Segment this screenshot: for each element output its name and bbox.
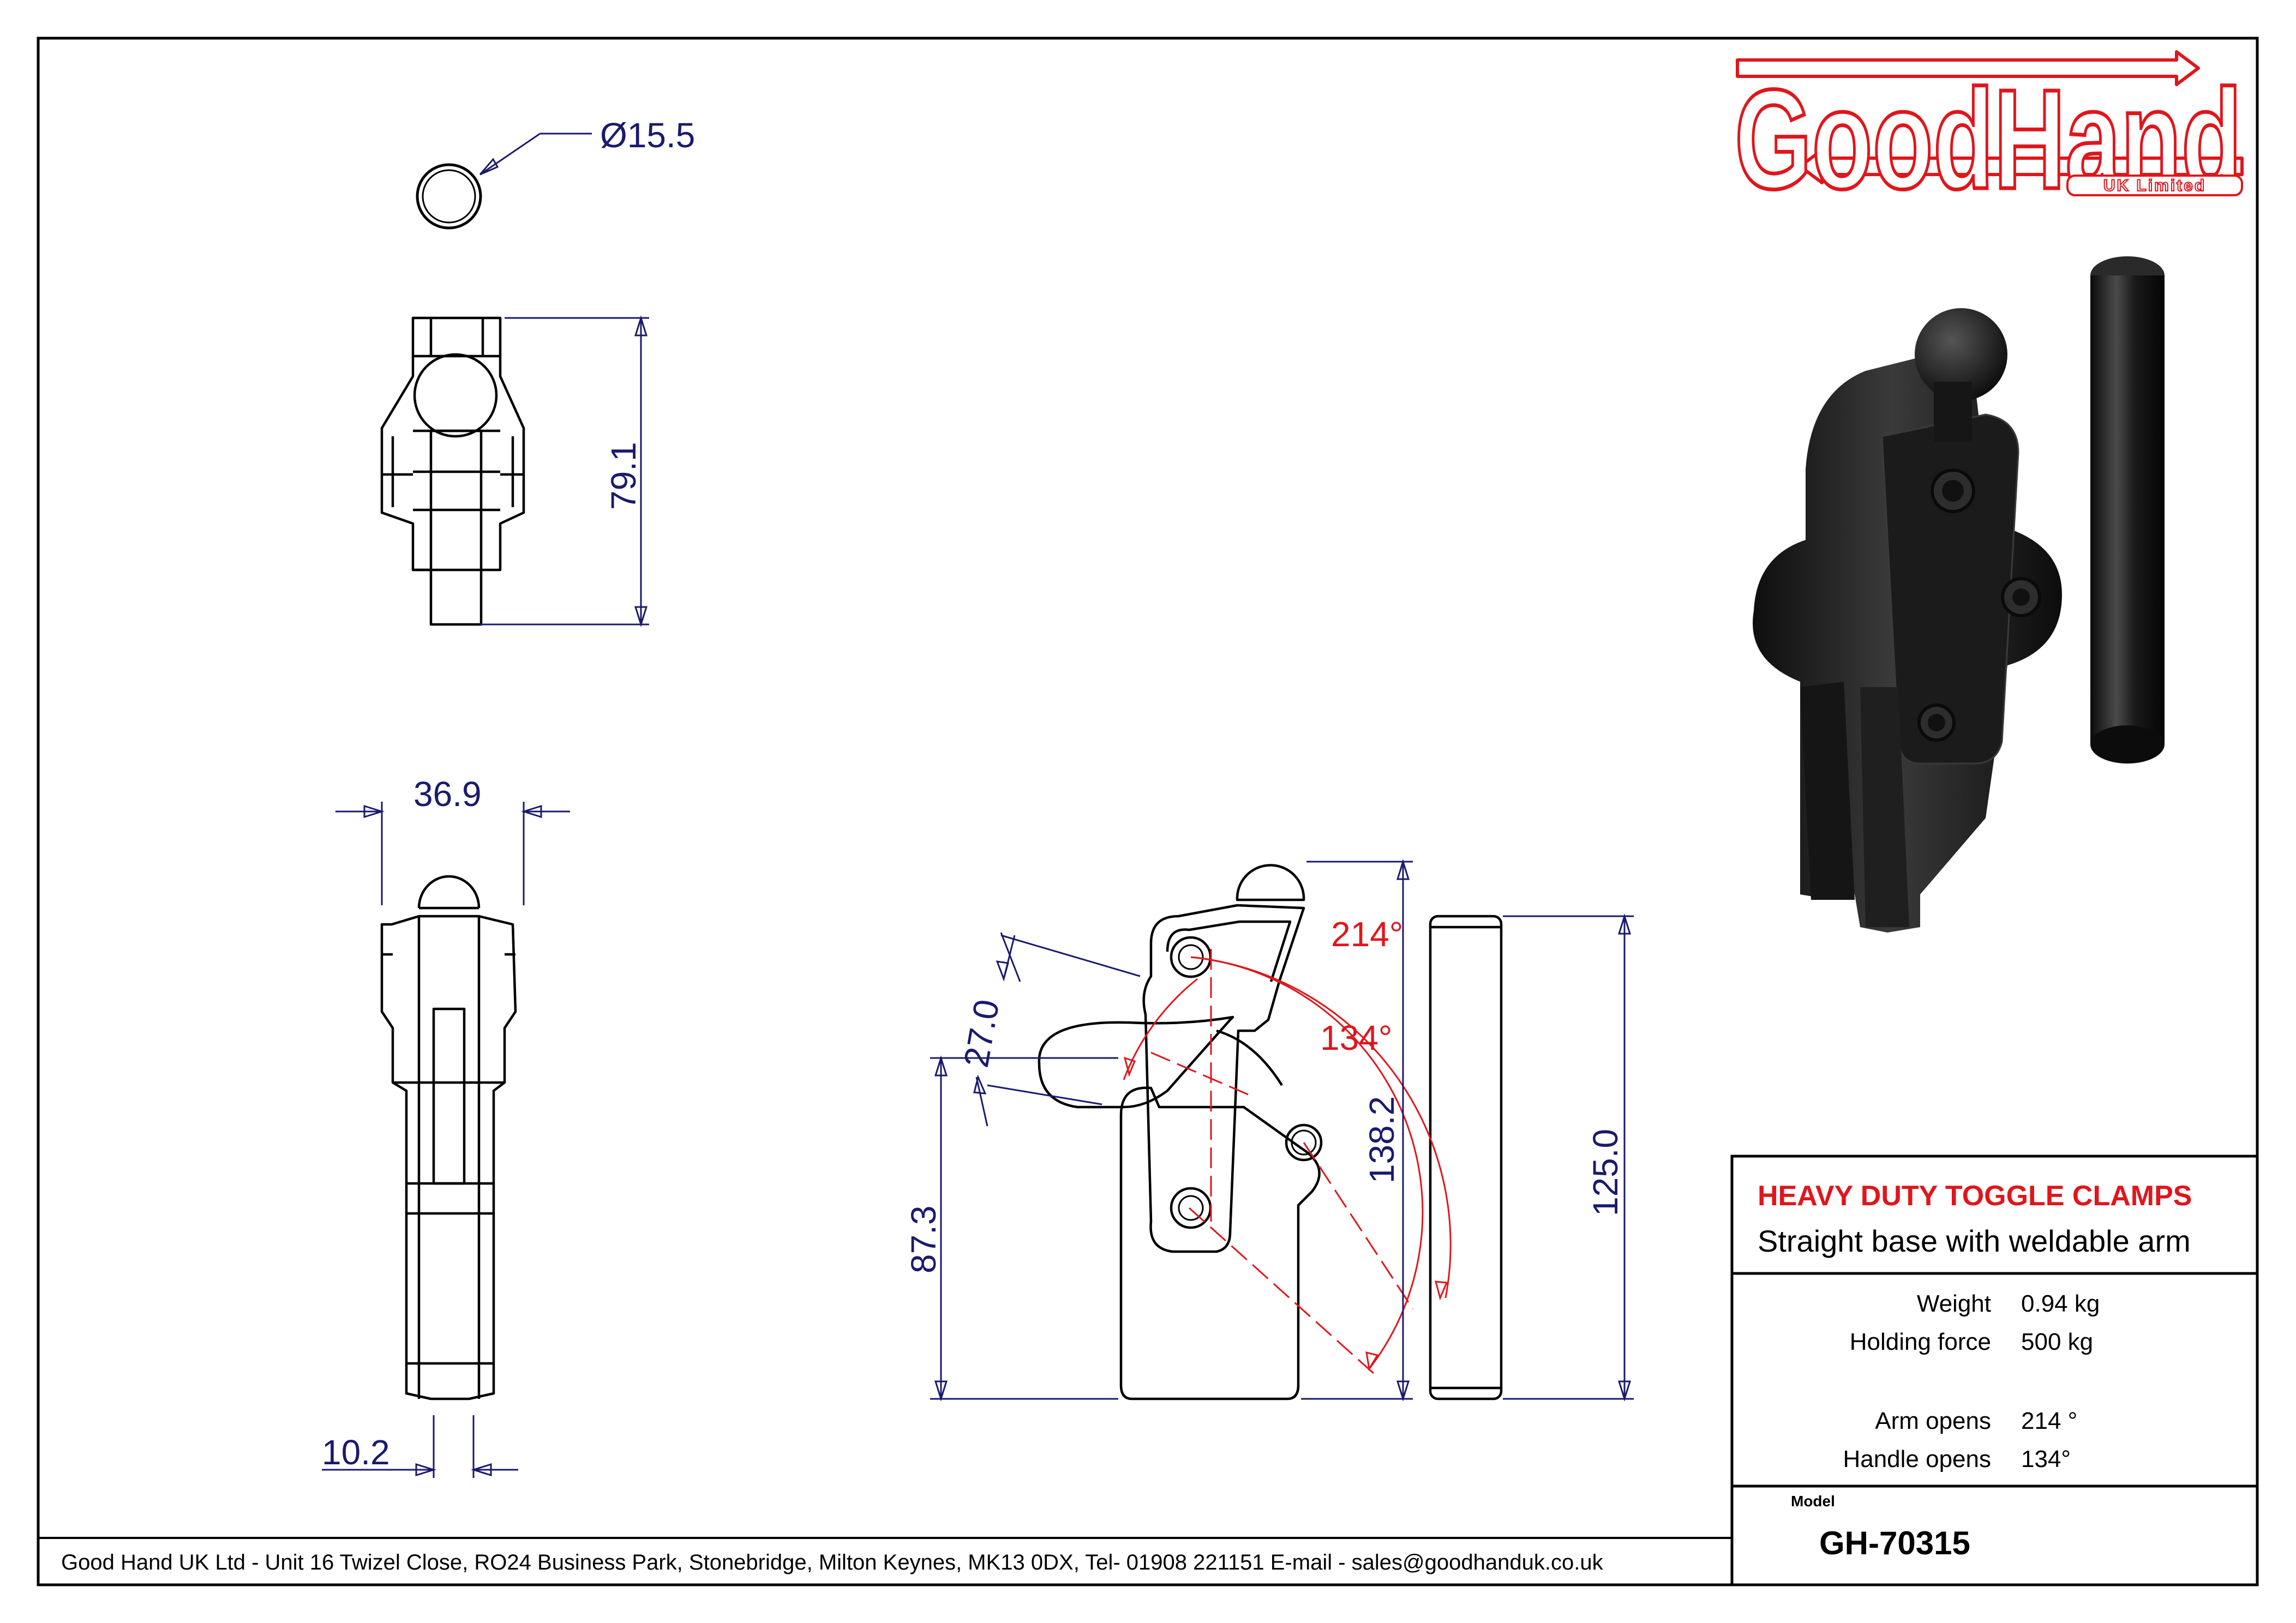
title-block xyxy=(1730,1155,2259,1586)
clamp-front-view xyxy=(380,875,517,1400)
spec-handle-label: Handle opens xyxy=(1843,1446,1991,1472)
top-height-label: 79.1 xyxy=(604,442,643,510)
pin-length-dimension xyxy=(1503,913,1634,1402)
pin-diameter-leader xyxy=(479,133,592,176)
front-width-label: 36.9 xyxy=(413,774,482,814)
company-address-footer: Good Hand UK Ltd - Unit 16 Twizel Close,… xyxy=(61,1550,1604,1574)
total-height-label: 138.2 xyxy=(1362,1096,1401,1183)
clamp-side-view xyxy=(1038,864,1503,1400)
front-width-dimension xyxy=(335,802,570,905)
spec-arm-value: 214 ° xyxy=(2021,1408,2077,1434)
spec-weight-label: Weight xyxy=(1917,1290,1991,1317)
arm-opens-angle: 214° xyxy=(1331,915,1403,954)
title-block-subtitle: Straight base with weldable arm xyxy=(1758,1224,2191,1258)
arm-offset-dimension xyxy=(973,932,1141,1127)
handle-opens-angle: 134° xyxy=(1320,1018,1392,1057)
clamp-top-view xyxy=(380,316,525,626)
spec-arm-label: Arm opens xyxy=(1875,1408,1991,1434)
model-number: GH-70315 xyxy=(1819,1525,1970,1561)
pin-section-view xyxy=(416,163,482,230)
total-height-dimension xyxy=(1301,858,1413,1402)
title-block-title: HEAVY DUTY TOGGLE CLAMPS xyxy=(1758,1180,2192,1212)
pivot-height-label: 87.3 xyxy=(904,1205,943,1273)
logo-subtext: UK Limited xyxy=(2103,177,2206,195)
pivot-height-dimension xyxy=(930,1055,1118,1402)
spec-holding-value: 500 kg xyxy=(2021,1329,2093,1355)
side-centerlines xyxy=(1150,949,1414,1375)
drawing-border xyxy=(37,37,2259,1586)
arm-offset-label: 27.0 xyxy=(956,996,1007,1070)
spec-holding-label: Holding force xyxy=(1850,1329,1991,1355)
top-height-dimension xyxy=(480,315,649,628)
pin-length-label: 125.0 xyxy=(1586,1129,1625,1216)
pin-diameter-label: Ø15.5 xyxy=(600,116,695,155)
spec-weight-value: 0.94 kg xyxy=(2021,1290,2100,1317)
model-label: Model xyxy=(1791,1493,1835,1510)
front-bottom-dimension xyxy=(322,1415,518,1478)
front-bottom-label: 10.2 xyxy=(322,1433,390,1472)
arm-swing-arc xyxy=(1123,956,1452,1372)
spec-handle-value: 134° xyxy=(2021,1446,2071,1472)
goodhand-logo: GoodHand UK Limited xyxy=(1733,50,2244,221)
product-render xyxy=(1753,256,2165,933)
